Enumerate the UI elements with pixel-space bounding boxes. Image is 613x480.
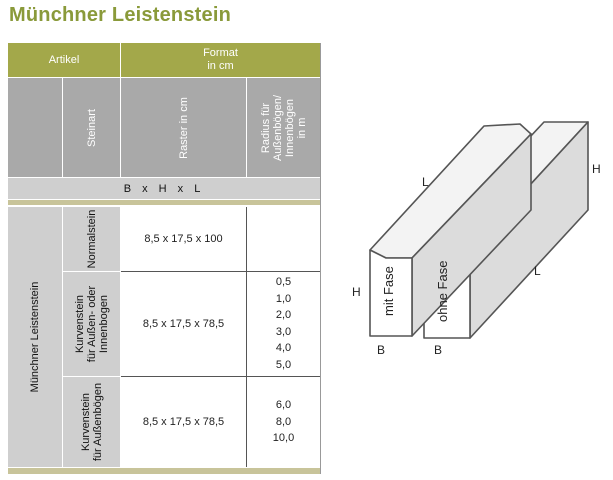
header-format: Format in cm	[121, 43, 320, 77]
radius-value: 5,0	[275, 358, 292, 371]
dimension-label-L-top: L	[422, 175, 429, 189]
row-3-type-line-2: für Außenbögen	[91, 382, 104, 462]
row-1-type-text: Normalstein	[85, 209, 98, 269]
header-steinart: Steinart	[63, 78, 120, 177]
row-2-type-line-2: für Außen- oder	[85, 285, 98, 363]
group-label-cell: Münchner Leistenstein	[8, 207, 62, 467]
header-radius: Radius für Außenbögen/ Innenbögen in m	[247, 78, 320, 177]
row-1-format-text: 8,5 x 17,5 x 100	[144, 232, 223, 245]
header-raster-text: Raster in cm	[177, 96, 190, 159]
table-bottom-bar	[8, 468, 320, 474]
dims-row: B x H x L	[8, 178, 320, 199]
row-1-type: Normalstein	[63, 207, 120, 271]
row-3-type-text: Kurvenstein für Außenbögen	[80, 383, 104, 461]
row-2-format-text: 8,5 x 17,5 x 78,5	[142, 317, 225, 330]
header-raster: Raster in cm	[121, 78, 246, 177]
radius-value: 6,0	[275, 399, 292, 411]
dimension-label-B-left: B	[377, 343, 385, 357]
radius-value: 8,0	[275, 415, 292, 428]
table-right-edge	[320, 43, 321, 474]
stone-left-label: mit Fase	[381, 266, 396, 316]
radius-value: 0,5	[275, 276, 292, 288]
row-2-type-line-1: Kurvenstein	[73, 294, 86, 354]
row-3-type-line-1: Kurvenstein	[79, 392, 92, 452]
header-artikel-text: Artikel	[48, 53, 80, 66]
row-3-format: 8,5 x 17,5 x 78,5	[121, 377, 246, 467]
header-blank	[8, 78, 62, 177]
header-radius-line-1: Radius für	[259, 102, 272, 153]
header-radius-line-2: Außenbögen/	[271, 94, 284, 161]
row-2-type-line-3: Innenbogen	[97, 294, 110, 354]
dimension-label-H-right: H	[592, 162, 601, 176]
row-2-radius: 0,5 1,0 2,0 3,0 4,0 5,0	[247, 274, 320, 376]
row-2-format: 8,5 x 17,5 x 78,5	[121, 272, 246, 376]
curbstone-drawing: mit Fase ohne Fase L L H H B B	[352, 121, 601, 357]
dims-divider	[8, 200, 320, 205]
radius-value: 1,0	[275, 292, 292, 305]
radius-value: 10,0	[272, 432, 295, 444]
row-2-type: Kurvenstein für Außen- oder Innenbogen	[63, 272, 120, 376]
dimension-label-H-left: H	[352, 285, 361, 299]
row-separator-1	[121, 271, 320, 272]
dims-row-text: B x H x L	[123, 182, 205, 195]
radius-value: 2,0	[275, 309, 292, 321]
dimension-label-B-right: B	[434, 343, 442, 357]
row-1-radius	[247, 207, 320, 271]
group-label-text: Münchner Leistenstein	[29, 281, 41, 393]
column-separator	[246, 207, 247, 467]
header-format-line-1: Format	[203, 47, 238, 59]
stone-left-front	[369, 249, 413, 337]
dimension-label-L-right: L	[534, 264, 541, 278]
row-1-format: 8,5 x 17,5 x 100	[121, 207, 246, 271]
row-separator-2	[121, 376, 320, 377]
radius-value: 3,0	[275, 325, 292, 338]
header-format-line-2: in cm	[207, 60, 234, 72]
radius-value: 4,0	[275, 342, 292, 354]
row-3-type: Kurvenstein für Außenbögen	[63, 377, 120, 467]
header-radius-line-3: Innenbögen	[283, 98, 296, 157]
page-title: Münchner Leistenstein	[9, 4, 232, 26]
stone-right-label: ohne Fase	[435, 261, 450, 322]
header-steinart-text: Steinart	[85, 108, 98, 147]
header-radius-line-4: in m	[295, 117, 308, 138]
row-3-radius: 6,0 8,0 10,0	[247, 397, 320, 457]
header-radius-text: Radius für Außenbögen/ Innenbögen in m	[260, 94, 308, 160]
row-3-format-text: 8,5 x 17,5 x 78,5	[142, 415, 225, 428]
header-artikel: Artikel	[8, 43, 120, 77]
row-2-type-text: Kurvenstein für Außen- oder Innenbogen	[74, 286, 110, 362]
